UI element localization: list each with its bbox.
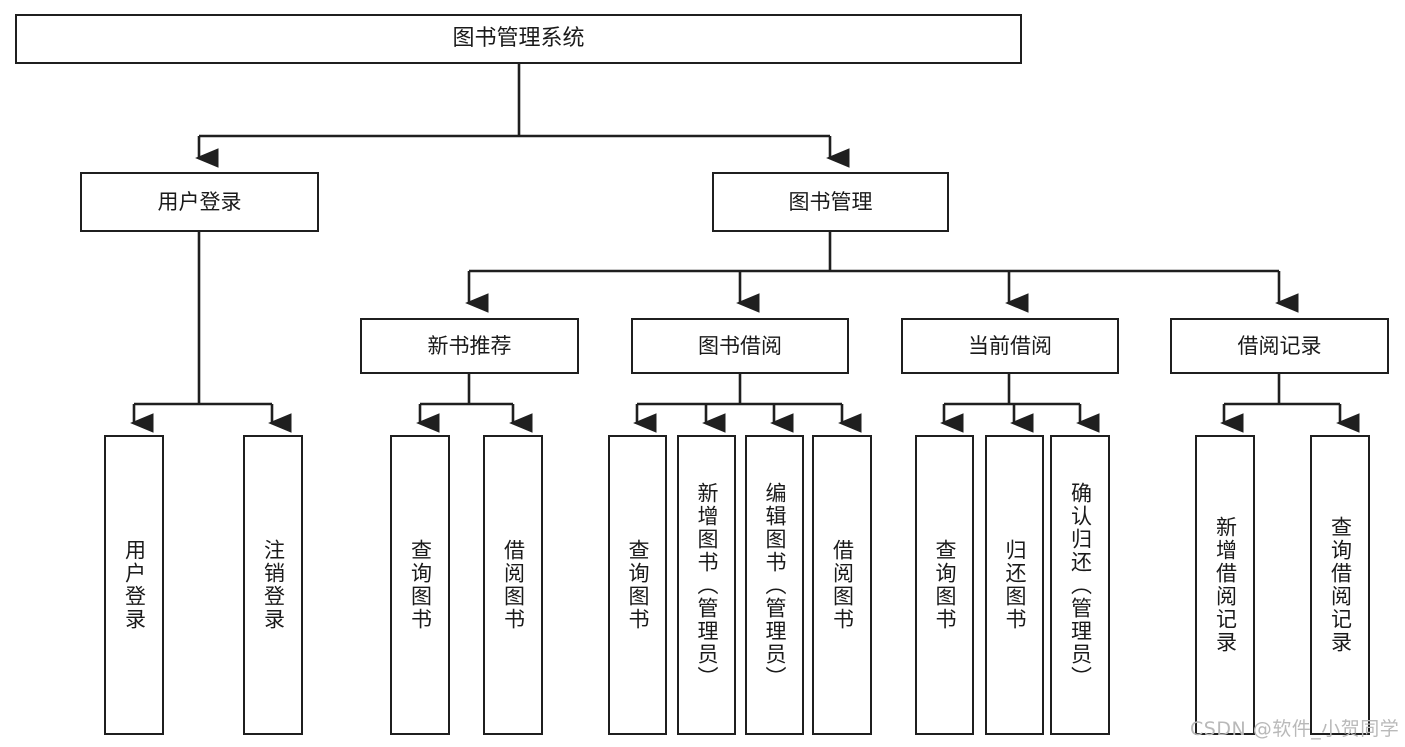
leaf-borrow-book-1-label: 借阅图书: [501, 539, 526, 631]
node-user-login[interactable]: 用户登录: [80, 172, 319, 232]
node-root-label: 图书管理系统: [452, 26, 585, 52]
node-book-borrow[interactable]: 图书借阅: [631, 318, 849, 374]
leaf-add-record-label: 新增借阅记录: [1213, 516, 1238, 654]
leaf-add-book-label: 新增图书（管理员）: [695, 481, 719, 689]
leaf-query-record-label: 查询借阅记录: [1328, 516, 1353, 654]
leaf-confirm-return[interactable]: 确认归还（管理员）: [1050, 435, 1110, 735]
leaf-add-record[interactable]: 新增借阅记录: [1195, 435, 1255, 735]
leaf-query-book-1[interactable]: 查询图书: [390, 435, 450, 735]
csdn-watermark: CSDN @软件_小贺同学: [1190, 718, 1400, 740]
node-root[interactable]: 图书管理系统: [15, 14, 1022, 64]
node-current-borrow[interactable]: 当前借阅: [901, 318, 1119, 374]
node-current-borrow-label: 当前借阅: [968, 333, 1052, 358]
leaf-confirm-return-label: 确认归还（管理员）: [1068, 481, 1093, 689]
leaf-edit-book-label: 编辑图书（管理员）: [763, 481, 787, 689]
leaf-user-logout[interactable]: 注销登录: [243, 435, 303, 735]
leaf-query-book-3-label: 查询图书: [933, 539, 957, 631]
leaf-query-book-1-label: 查询图书: [408, 539, 433, 631]
node-user-login-label: 用户登录: [157, 189, 242, 214]
leaf-borrow-book-2[interactable]: 借阅图书: [812, 435, 872, 735]
leaf-return-book[interactable]: 归还图书: [985, 435, 1044, 735]
node-book-borrow-label: 图书借阅: [698, 333, 782, 358]
leaf-user-login-label: 用户登录: [122, 539, 147, 631]
leaf-borrow-book-2-label: 借阅图书: [830, 539, 855, 631]
leaf-user-login[interactable]: 用户登录: [104, 435, 164, 735]
leaf-user-logout-label: 注销登录: [261, 539, 286, 631]
leaf-add-book[interactable]: 新增图书（管理员）: [677, 435, 736, 735]
leaf-query-book-2[interactable]: 查询图书: [608, 435, 667, 735]
leaf-query-book-3[interactable]: 查询图书: [915, 435, 974, 735]
node-borrow-record[interactable]: 借阅记录: [1170, 318, 1389, 374]
node-new-book-recommend-label: 新书推荐: [427, 333, 512, 358]
node-borrow-record-label: 借阅记录: [1237, 333, 1322, 358]
node-book-manage-label: 图书管理: [788, 189, 873, 214]
leaf-borrow-book-1[interactable]: 借阅图书: [483, 435, 543, 735]
leaf-query-record[interactable]: 查询借阅记录: [1310, 435, 1370, 735]
leaf-return-book-label: 归还图书: [1003, 539, 1027, 631]
leaf-edit-book[interactable]: 编辑图书（管理员）: [745, 435, 804, 735]
node-book-manage[interactable]: 图书管理: [712, 172, 949, 232]
leaf-query-book-2-label: 查询图书: [626, 539, 650, 631]
node-new-book-recommend[interactable]: 新书推荐: [360, 318, 579, 374]
